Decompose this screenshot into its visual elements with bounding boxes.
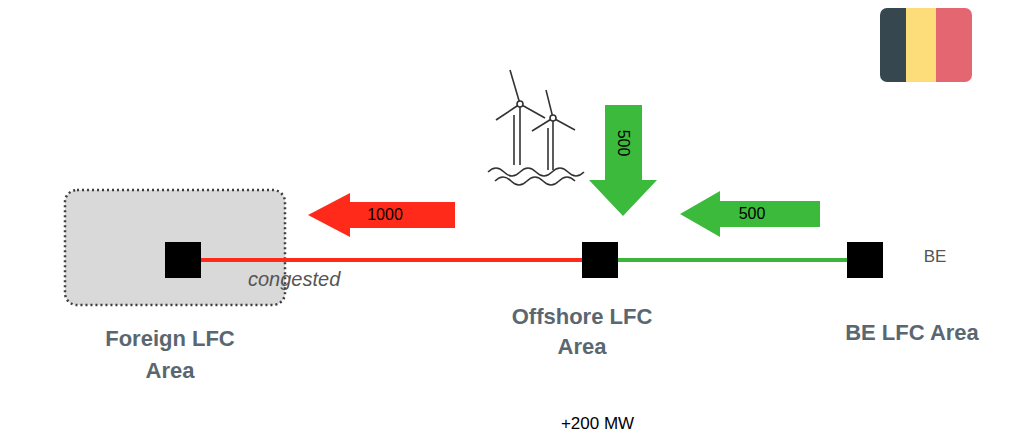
area-label: Foreign LFC Area <box>95 323 245 387</box>
busbar-square <box>582 242 618 278</box>
area-label: BE <box>915 247 955 267</box>
value-box-shape <box>517 402 679 448</box>
flow-value: 500 <box>614 130 632 157</box>
belgian-flag <box>880 8 972 82</box>
busbar-square <box>847 242 883 278</box>
inner-zone-outline <box>790 197 1000 292</box>
area-circle-outline <box>5 135 335 448</box>
power-line <box>600 258 865 262</box>
area-label: Offshore LFC Area <box>507 302 657 362</box>
area-circle-shape <box>708 127 1026 448</box>
area-circle: BE LFC Area BE <box>706 125 1026 448</box>
area-circle-outline <box>418 130 738 448</box>
area-circle-shape <box>7 137 333 448</box>
flow-arrow <box>308 193 455 237</box>
wind-turbines <box>488 70 584 185</box>
power-line <box>183 258 600 262</box>
flow-arrow <box>680 191 820 237</box>
inner-zone-shape <box>792 199 999 291</box>
area-circle: Foreign LFC Area <box>5 135 335 448</box>
flow-value: 500 <box>739 205 766 223</box>
inner-zone: BE <box>790 197 1000 292</box>
edge-label: congested <box>248 268 340 291</box>
area-circle-outline <box>706 125 1026 448</box>
busbar-square <box>165 242 201 278</box>
area-circle-shape <box>420 132 736 448</box>
flow-arrow <box>589 105 657 216</box>
area-label: BE LFC Area <box>837 317 987 349</box>
area-label: +200 MW <box>561 414 634 434</box>
value-box: +200 MW <box>515 400 680 448</box>
flow-value: 1000 <box>367 206 403 224</box>
area-circle: Offshore LFC Area <box>418 130 738 448</box>
